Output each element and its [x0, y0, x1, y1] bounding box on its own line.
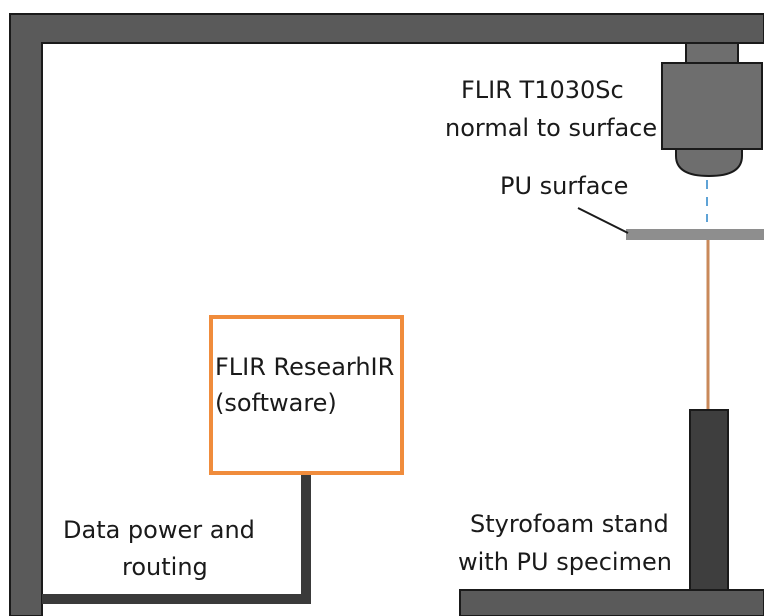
cable-label-line2: routing	[122, 553, 208, 581]
styrofoam-stand	[689, 409, 729, 593]
enclosure-frame-fill	[9, 13, 764, 616]
floor-platform	[459, 589, 764, 616]
camera-mount	[685, 42, 739, 64]
camera-label-line1: FLIR T1030Sc	[461, 76, 624, 104]
surface-label: PU surface	[500, 172, 628, 200]
camera-label-line2: normal to surface	[445, 114, 657, 142]
pu-surface-leader-line	[577, 207, 629, 234]
camera-body	[661, 62, 763, 150]
stand-label-line1: Styrofoam stand	[470, 510, 669, 538]
software-label-line2: (software)	[215, 389, 337, 417]
software-label-line1: FLIR ResearhIR	[215, 353, 394, 381]
data-power-cable	[42, 475, 311, 604]
cable-label-line1: Data power and	[63, 516, 255, 544]
camera-lens	[675, 148, 743, 178]
thermal-camera	[661, 42, 763, 178]
software-box	[209, 315, 404, 475]
stand-label-line2: with PU specimen	[458, 548, 672, 576]
enclosure-frame	[9, 13, 764, 616]
pu-surface-plate	[626, 229, 764, 240]
